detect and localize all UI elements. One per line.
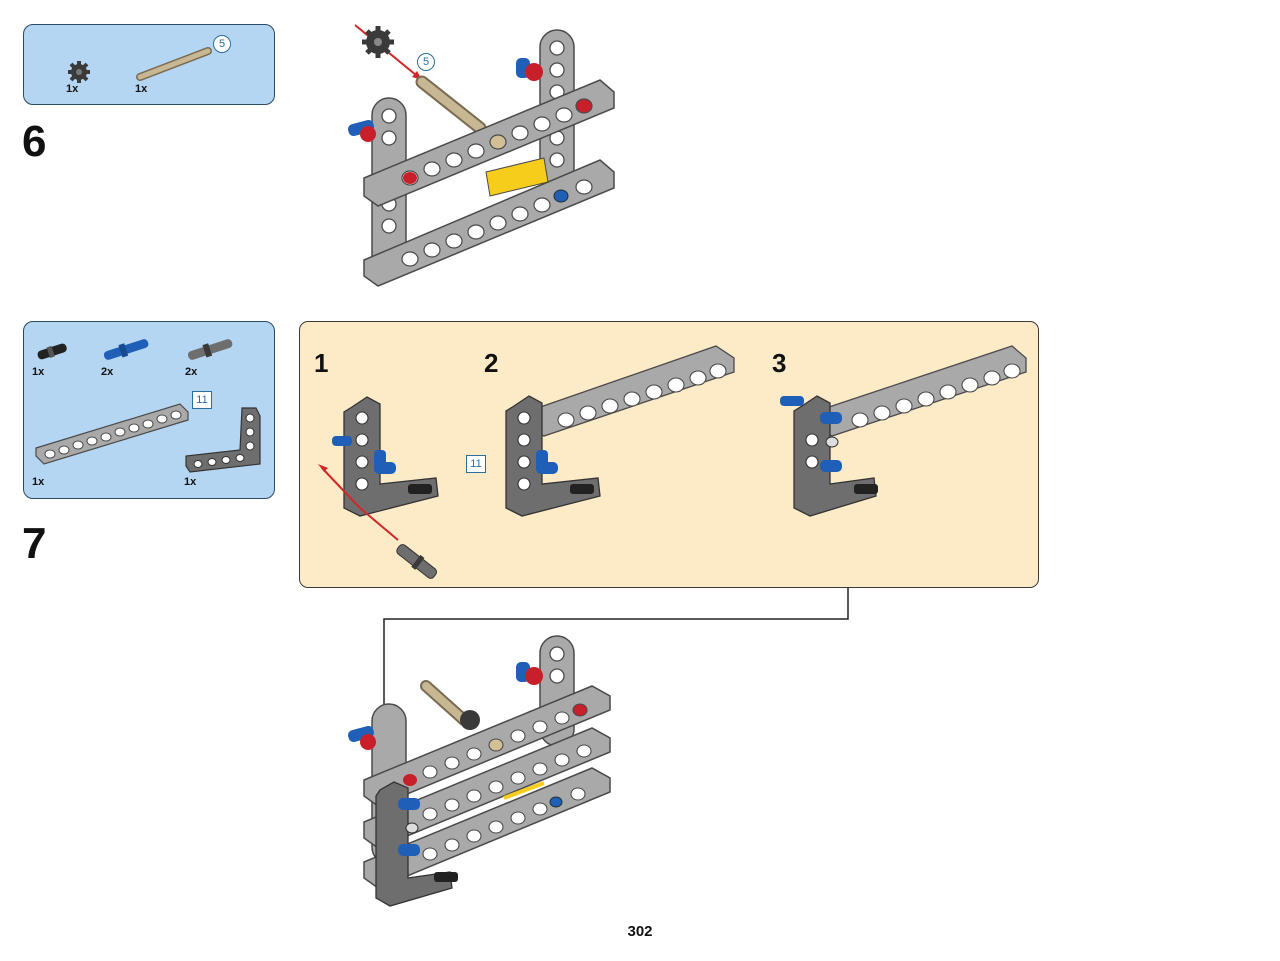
length-callout: 5 <box>213 35 231 53</box>
step-7-assembly-illustration <box>348 635 611 907</box>
part-qty: 1x <box>135 83 148 95</box>
step-6-assembly-illustration <box>348 24 615 287</box>
length-callout: 5 <box>417 53 435 71</box>
angled-beam-icon <box>185 407 261 473</box>
substep-2-illustration <box>505 345 735 517</box>
subassembly-panel: 1 2 3 11 <box>299 321 1039 588</box>
part-qty: 2x <box>185 366 198 378</box>
step-number: 6 <box>22 117 47 166</box>
substep-number: 3 <box>772 348 787 378</box>
part-qty: 1x <box>184 476 197 488</box>
substep-3-illustration <box>780 345 1027 517</box>
substep-1-illustration <box>318 396 439 579</box>
substep-number: 1 <box>314 348 329 378</box>
part-qty: 1x <box>32 366 45 378</box>
axle-icon <box>136 47 212 81</box>
step-7-parts-list: 1x 2x 2x 1x 11 1x <box>23 321 275 499</box>
page-number: 302 <box>627 923 653 940</box>
gray-axle-pin-icon <box>187 339 233 360</box>
part-qty: 1x <box>32 476 45 488</box>
gear-icon <box>68 61 90 83</box>
blue-pin-icon <box>103 339 149 360</box>
part-qty: 1x <box>66 83 79 95</box>
straight-beam-icon <box>35 403 189 465</box>
substep-number: 2 <box>484 348 499 378</box>
black-pin-icon <box>37 343 67 360</box>
step-6-parts-list: 1x 1x 5 <box>23 24 275 105</box>
part-qty: 2x <box>101 366 114 378</box>
length-callout: 11 <box>192 391 212 409</box>
step-number: 7 <box>22 519 47 568</box>
length-callout: 11 <box>466 455 486 473</box>
